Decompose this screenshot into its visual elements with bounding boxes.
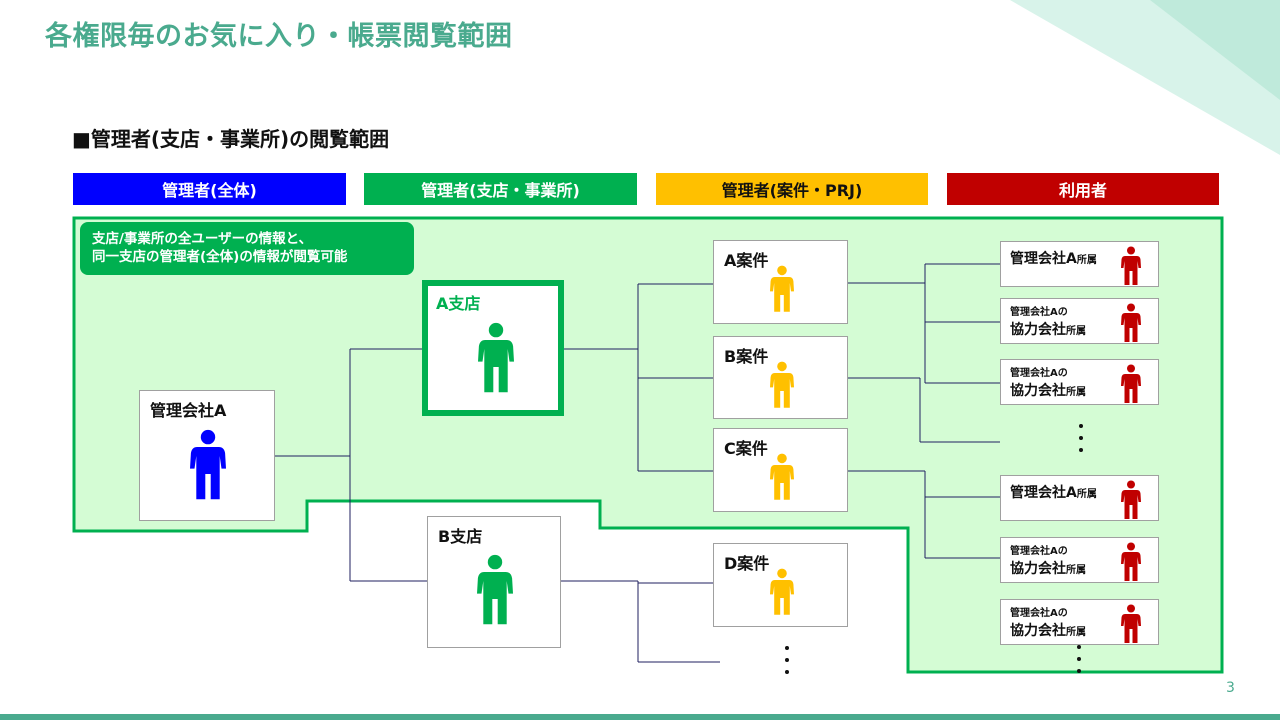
legend-admin-branch: 管理者(支店・事業所) <box>364 173 637 205</box>
node-label: A案件 <box>724 251 769 270</box>
node-label: 管理会社A <box>150 401 227 420</box>
person-icon <box>1121 303 1141 343</box>
slide-title: 各権限毎のお気に入り・帳票閲覧範囲 <box>45 21 513 52</box>
person-icon <box>770 361 794 409</box>
connectors <box>275 263 1000 663</box>
person-icon <box>770 265 794 313</box>
user-label: 協力会社所属 <box>1010 322 1086 338</box>
person-icon <box>1121 542 1141 582</box>
node-label: C案件 <box>724 439 768 458</box>
person-icon <box>770 568 794 616</box>
footer-bar <box>0 714 1280 720</box>
node-branch-a: A支店 <box>422 280 564 416</box>
node-label: B支店 <box>438 527 483 546</box>
node-label: D案件 <box>724 554 770 573</box>
node-label: B案件 <box>724 347 769 366</box>
user-label: 協力会社所属 <box>1010 623 1086 639</box>
user-own-2: 管理会社A所属 <box>1000 475 1159 521</box>
node-project-d: D案件 <box>713 543 848 627</box>
section-heading: ■管理者(支店・事業所)の閲覧範囲 <box>72 127 390 151</box>
legend-user: 利用者 <box>947 173 1219 205</box>
user-label: 協力会社所属 <box>1010 383 1086 399</box>
person-icon <box>1121 364 1141 404</box>
node-project-c: C案件 <box>713 428 848 512</box>
user-partner-2: 管理会社Aの 協力会社所属 <box>1000 359 1159 405</box>
user-label-top: 管理会社Aの <box>1010 608 1068 619</box>
user-label: 管理会社A所属 <box>1010 251 1097 267</box>
info-note: 支店/事業所の全ユーザーの情報と、 同一支店の管理者(全体)の情報が閲覧可能 <box>80 222 414 275</box>
node-company: 管理会社A <box>139 390 275 521</box>
legend-admin-all: 管理者(全体) <box>73 173 346 205</box>
person-icon <box>1121 246 1141 286</box>
legend-admin-project: 管理者(案件・PRJ) <box>656 173 928 205</box>
note-line-2: 同一支店の管理者(全体)の情報が閲覧可能 <box>92 249 348 265</box>
user-label: 管理会社A所属 <box>1010 485 1097 501</box>
node-project-a: A案件 <box>713 240 848 324</box>
node-branch-b: B支店 <box>427 516 561 648</box>
user-label-top: 管理会社Aの <box>1010 307 1068 318</box>
person-icon <box>478 322 514 394</box>
node-project-b: B案件 <box>713 336 848 419</box>
person-icon <box>190 429 226 501</box>
user-label-top: 管理会社Aの <box>1010 546 1068 557</box>
user-label: 協力会社所属 <box>1010 561 1086 577</box>
person-icon <box>1121 480 1141 520</box>
user-partner-4: 管理会社Aの 協力会社所属 <box>1000 599 1159 645</box>
user-partner-3: 管理会社Aの 協力会社所属 <box>1000 537 1159 583</box>
node-label: A支店 <box>436 294 481 313</box>
user-own-1: 管理会社A所属 <box>1000 241 1159 287</box>
person-icon <box>477 554 513 626</box>
note-line-1: 支店/事業所の全ユーザーの情報と、 <box>92 231 313 247</box>
user-partner-1: 管理会社Aの 協力会社所属 <box>1000 298 1159 344</box>
page-number: 3 <box>1226 680 1235 696</box>
person-icon <box>1121 604 1141 644</box>
decorative-corner <box>1010 0 1280 155</box>
user-label-top: 管理会社Aの <box>1010 368 1068 379</box>
person-icon <box>770 453 794 501</box>
